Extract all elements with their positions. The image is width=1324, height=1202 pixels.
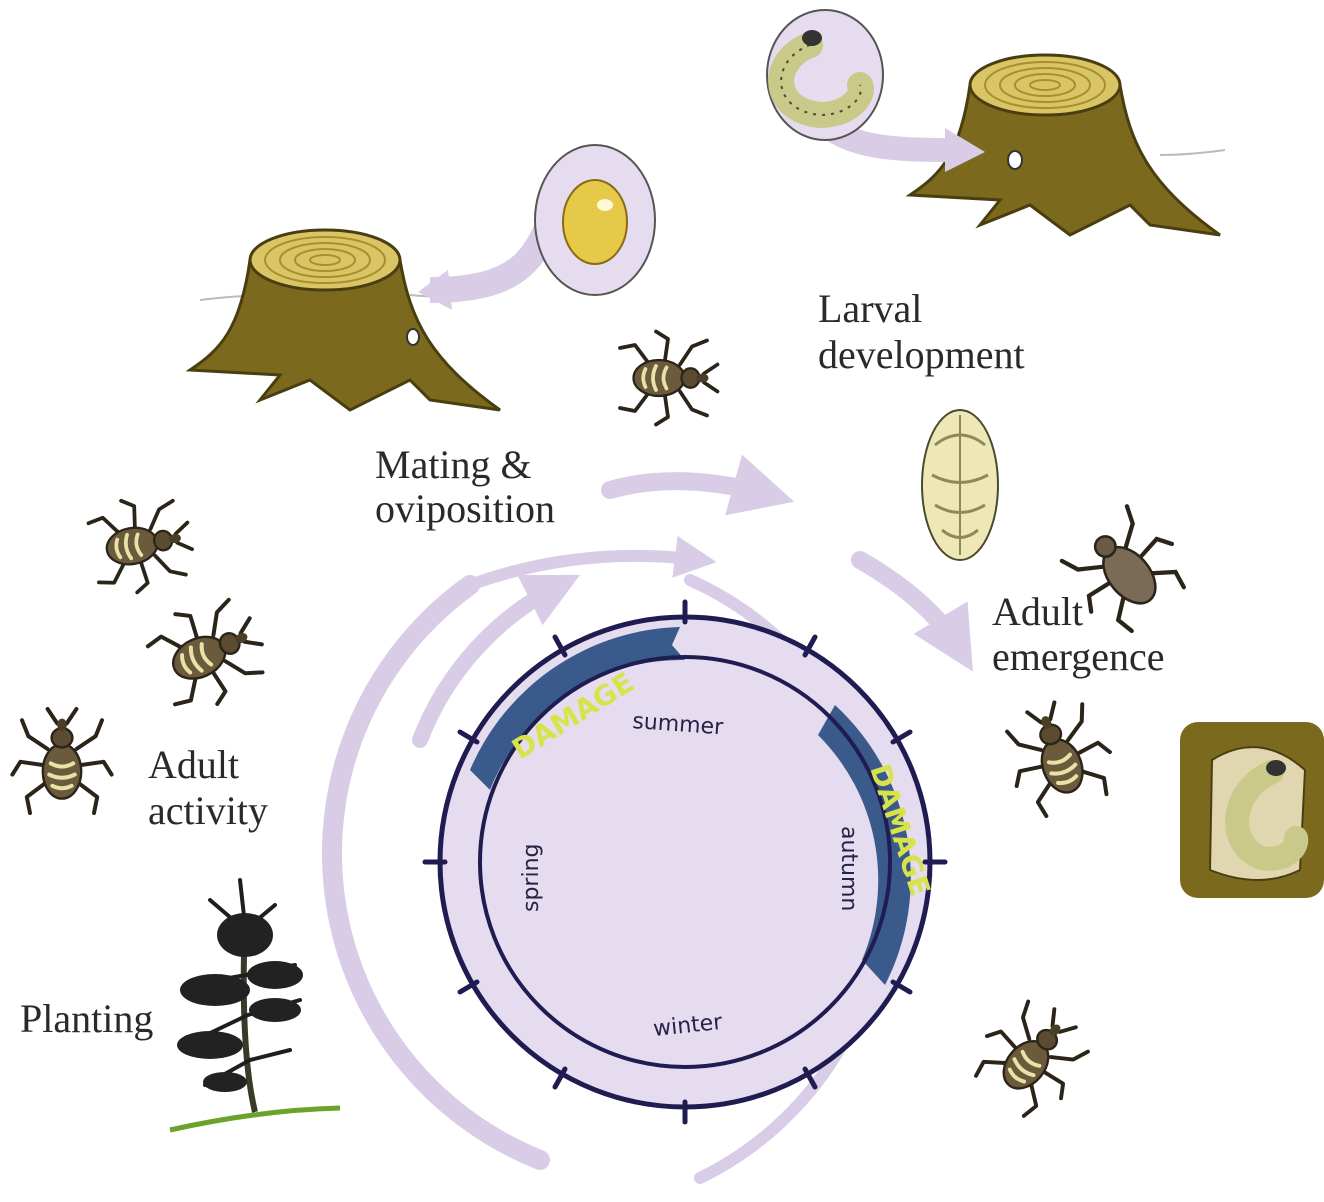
- right-arrow: [860, 560, 960, 650]
- weevil-icon-top: [620, 332, 718, 425]
- larva-icon: [767, 10, 985, 172]
- egg-icon: [418, 145, 655, 310]
- activity-label-line1: Adult: [148, 742, 239, 787]
- mating-label-line2: oviposition: [375, 486, 555, 531]
- seedling-icon: [170, 880, 340, 1130]
- outer-arc-top: [470, 556, 700, 585]
- top-arrow: [610, 481, 770, 495]
- weevil-icon-emergence-1: [994, 690, 1123, 822]
- larval-label-line2: development: [818, 332, 1025, 377]
- emergence-label-line1: Adult: [992, 589, 1083, 634]
- planting-label: Planting: [20, 996, 153, 1041]
- weevil-icon-activity-1: [86, 490, 198, 599]
- emergence-label-line2: emergence: [992, 634, 1164, 679]
- pupa-icon: [922, 410, 998, 560]
- weevil-icon-activity-2: [141, 586, 277, 720]
- activity-label-line2: activity: [148, 788, 268, 833]
- pupal-cell-icon: [1180, 722, 1324, 898]
- season-autumn: autumn: [836, 826, 861, 911]
- stump-icon: [190, 230, 500, 410]
- season-spring: spring: [519, 844, 544, 913]
- weevil-icon-emergence-2: [963, 987, 1102, 1127]
- mating-label-line1: Mating &: [375, 442, 532, 487]
- weevil-icon-activity-3: [12, 709, 111, 813]
- larval-label-line1: Larval: [818, 286, 922, 331]
- season-clock: DAMAGE DAMAGE summer autumn winter sprin…: [425, 602, 945, 1122]
